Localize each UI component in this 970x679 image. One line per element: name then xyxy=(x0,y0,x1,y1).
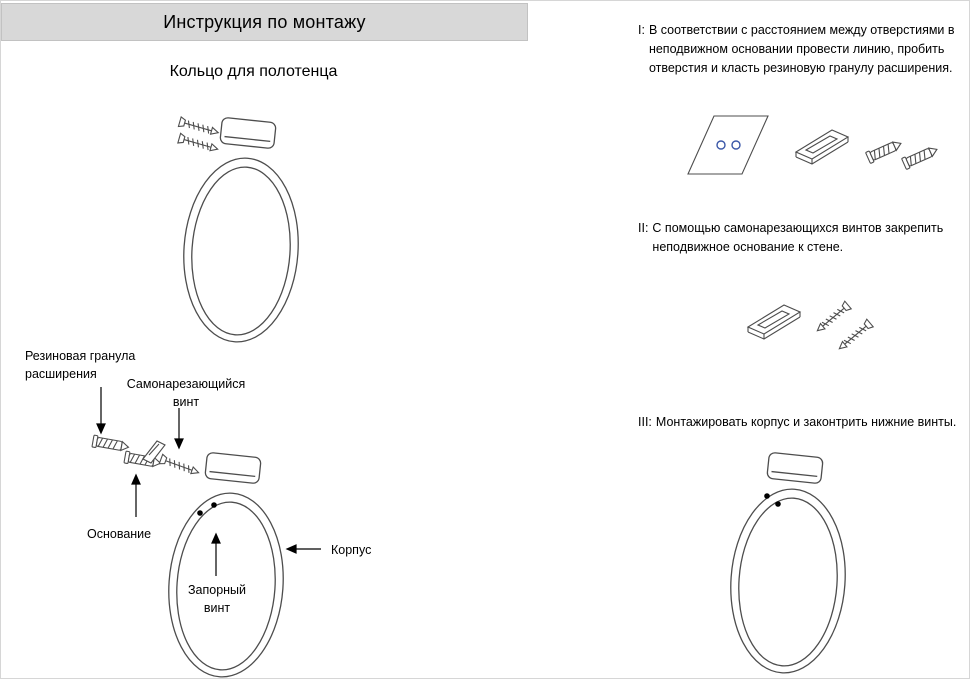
step-3-illustration xyxy=(730,452,846,674)
towel-ring-main-illustration xyxy=(177,115,299,343)
label-locking-screw: Запорный винт xyxy=(187,583,247,615)
mounting-screws-icon xyxy=(177,115,220,152)
step-3: III: Монтажировать корпус и законтрить н… xyxy=(638,413,969,432)
rubber-plug-icon xyxy=(865,141,902,164)
step-1: I: В соответствии с расстоянием между от… xyxy=(638,21,969,77)
ring-bracket xyxy=(219,117,277,149)
label-base: Основание xyxy=(87,527,152,541)
step-3-number: III: xyxy=(638,415,652,429)
locking-screw-dots xyxy=(764,493,781,507)
step-2-number: II: xyxy=(638,221,649,235)
wall-base-icon xyxy=(794,129,850,165)
step-2-text: С помощью самонарезающихся винтов закреп… xyxy=(652,221,944,254)
step-2: II: С помощью самонарезающихся винтов за… xyxy=(638,219,969,257)
label-self-tapping-screw: Самонарезающийся винт xyxy=(126,377,246,409)
callout-arrows xyxy=(96,387,321,576)
base-plate-icon xyxy=(142,440,166,464)
step-2-illustration xyxy=(746,300,875,350)
label-rubber-plug: Резиновая гранула расширения xyxy=(25,349,136,381)
drill-holes-icon xyxy=(716,140,741,150)
self-tapping-screw-icon xyxy=(838,318,875,350)
self-tapping-screw-icon xyxy=(158,453,200,475)
rubber-plug-icon xyxy=(91,434,130,452)
header-bar: Инструкция по монтажу xyxy=(1,3,528,41)
page-title: Инструкция по монтажу xyxy=(163,11,366,32)
step-1-illustration xyxy=(687,115,938,175)
ring-bracket xyxy=(766,452,824,484)
ring-assembly xyxy=(168,452,284,678)
wall-plate-icon xyxy=(687,115,769,175)
step-1-text: В соответствии с расстоянием между отвер… xyxy=(648,23,955,75)
ring-body xyxy=(730,488,846,674)
ring-body xyxy=(183,157,299,343)
wall-base-icon xyxy=(746,304,802,340)
exploded-view-illustration xyxy=(91,387,321,678)
step-1-number: I: xyxy=(638,23,645,37)
rubber-plug-icon xyxy=(901,147,938,170)
label-body: Корпус xyxy=(331,543,372,557)
locking-screw-dots xyxy=(197,502,217,516)
product-subtitle: Кольцо для полотенца xyxy=(169,63,338,80)
self-tapping-screw-icon xyxy=(816,300,853,332)
step-3-text: Монтажировать корпус и законтрить нижние… xyxy=(655,415,957,429)
